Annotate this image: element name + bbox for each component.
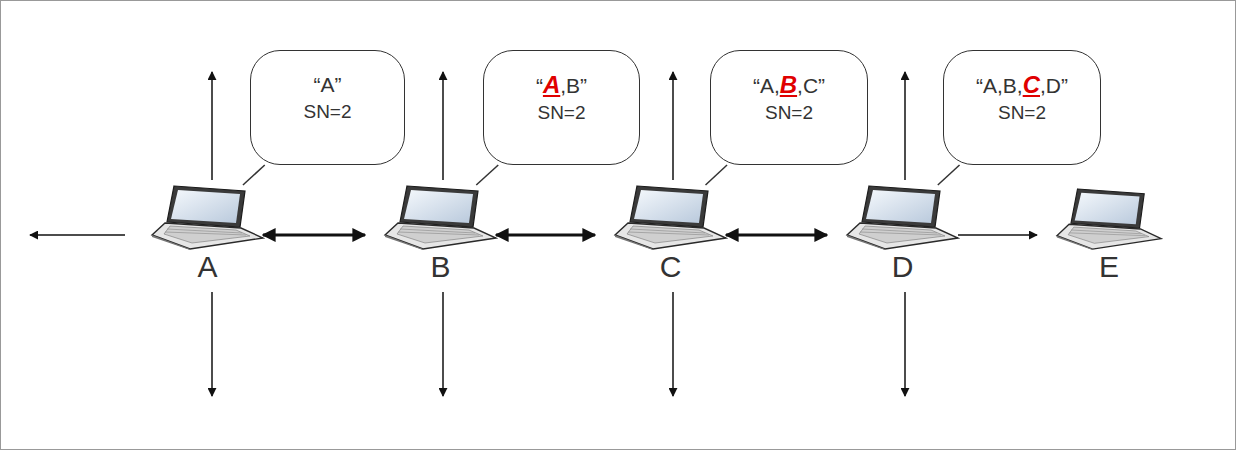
laptop-icon <box>1055 188 1163 250</box>
down-arrow <box>211 292 213 396</box>
callout-bubble: “A,B,C”SN=2 <box>710 50 868 165</box>
callout-pointer <box>706 165 728 185</box>
laptop-icon <box>613 185 728 250</box>
route-record: “A,B,C,D” <box>976 71 1068 100</box>
laptop-node: C <box>613 185 728 250</box>
down-arrow <box>442 292 444 396</box>
link-arrow <box>263 234 365 237</box>
node-label: E <box>1055 250 1163 284</box>
radio-arrows <box>30 72 905 396</box>
laptop-icon <box>383 185 498 250</box>
node-label: B <box>383 250 498 284</box>
down-arrow <box>672 292 674 396</box>
left-arrow <box>30 234 125 236</box>
highlight-letter: C <box>1023 71 1040 98</box>
highlight-letter: A <box>543 71 560 98</box>
callout-bubble: “A,B,C,D”SN=2 <box>943 50 1101 165</box>
node-label: C <box>613 250 728 284</box>
callout-bubble: “A”SN=2 <box>250 50 405 165</box>
up-arrow <box>442 72 444 180</box>
callout-pointer <box>243 165 265 185</box>
laptop-node: A <box>150 185 265 250</box>
laptop-node: B <box>383 185 498 250</box>
down-arrow <box>904 292 906 396</box>
node-label: D <box>845 250 960 284</box>
laptop-node: D <box>845 185 960 250</box>
link-arrow <box>496 234 595 237</box>
highlight-letter: B <box>780 71 797 98</box>
laptop-icon <box>150 185 265 250</box>
sequence-number: SN=2 <box>303 99 351 125</box>
laptop-icon <box>845 185 960 250</box>
route-record: “A,B” <box>536 71 587 100</box>
callout-pointer <box>938 165 960 185</box>
callout-bubble: “A,B”SN=2 <box>483 50 640 165</box>
sequence-number: SN=2 <box>998 100 1046 126</box>
up-arrow <box>211 72 213 180</box>
sequence-number: SN=2 <box>765 100 813 126</box>
route-record: “A,B,C” <box>753 71 825 100</box>
link-arrow <box>958 234 1037 236</box>
callout-pointer <box>476 165 498 185</box>
node-label: A <box>150 250 265 284</box>
link-arrow <box>726 234 827 237</box>
up-arrow <box>904 72 906 180</box>
up-arrow <box>672 72 674 180</box>
sequence-number: SN=2 <box>537 100 585 126</box>
laptop-node: E <box>1055 188 1163 250</box>
route-record: “A” <box>314 71 342 99</box>
